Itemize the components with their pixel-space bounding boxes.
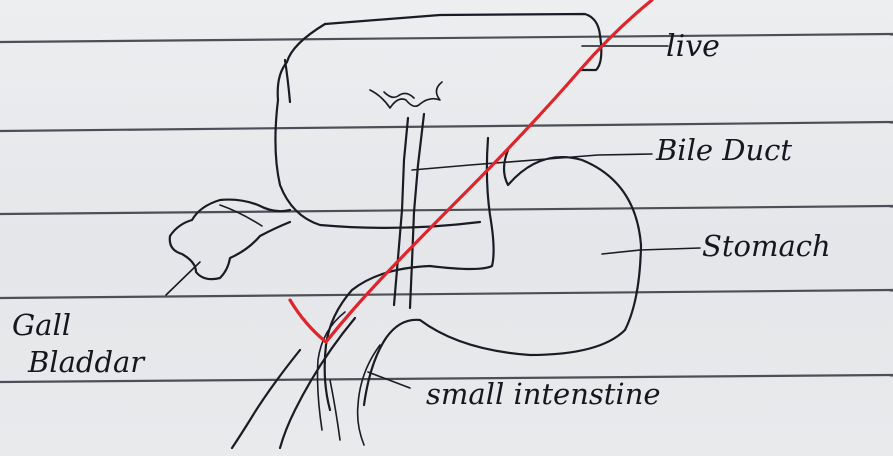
ruled-line <box>0 290 893 298</box>
red-check-mark <box>290 0 652 342</box>
label-gall-bladder-line1: Gall <box>12 308 71 342</box>
label-small-intestine: small intenstine <box>426 377 661 411</box>
bile-duct-pointer <box>412 154 652 170</box>
liver-drawing <box>275 14 601 228</box>
notebook-ruled-lines <box>0 34 893 382</box>
stomach-drawing <box>325 138 641 410</box>
label-gall-bladder-line2: Bladdar <box>27 345 146 379</box>
diagram-labels: live Bile Duct Stomach Gall Bladdar smal… <box>12 29 831 411</box>
gall-bladder-pointer <box>166 262 200 295</box>
label-stomach: Stomach <box>702 229 831 263</box>
label-liver: live <box>666 29 720 64</box>
ruled-line <box>0 122 893 131</box>
stomach-pointer <box>602 248 700 254</box>
label-bile-duct: Bile Duct <box>655 133 792 167</box>
ruled-line <box>0 34 893 42</box>
